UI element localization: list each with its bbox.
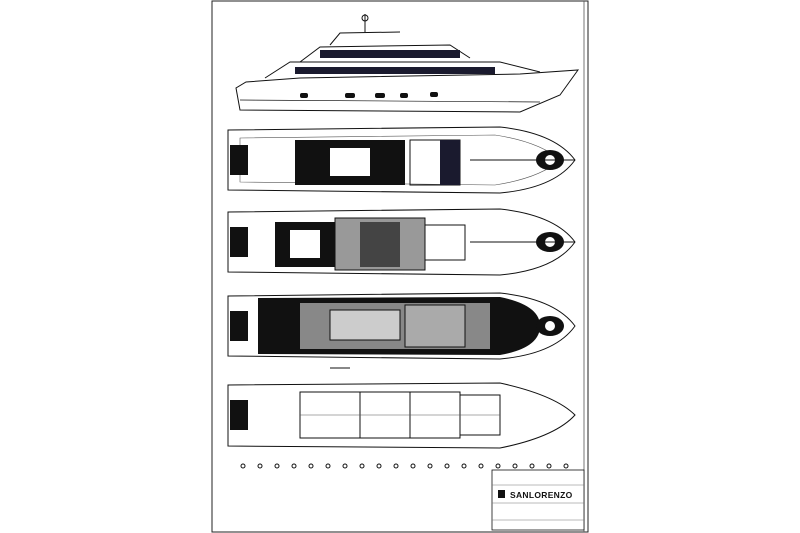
profile-view: [235, 14, 580, 113]
main-deck-plan: [227, 292, 576, 369]
lower-deck-plan: [227, 382, 576, 449]
title-block: [491, 469, 585, 531]
sun-deck-plan: [227, 126, 576, 194]
brand-logo-text: SANLORENZO: [510, 490, 573, 500]
section-markers: [240, 463, 569, 469]
logo-icon: [498, 490, 505, 498]
upper-deck-plan: [227, 208, 576, 276]
